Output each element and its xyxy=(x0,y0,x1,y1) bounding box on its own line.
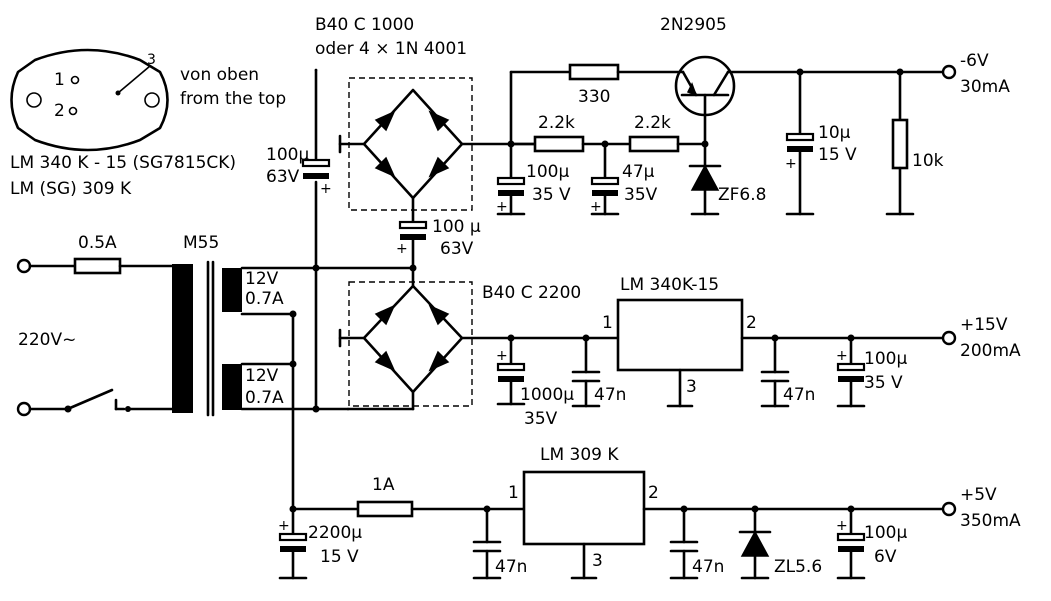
r330-label: 330 xyxy=(578,87,610,107)
pos15v-rail: + 1000μ 35V 47n LM 340K-15 1 2 3 47n + xyxy=(496,275,1021,429)
sec2-voltage: 12V xyxy=(245,366,279,386)
pos15-cout-value: 100μ xyxy=(864,349,907,369)
transformer-label: M55 xyxy=(183,233,219,253)
svg-text:+: + xyxy=(590,199,602,215)
pos15-output-voltage: +15V xyxy=(960,315,1008,335)
package-caption-de: von oben xyxy=(180,65,259,85)
neg-cap-mid-value: 100 μ xyxy=(432,217,481,237)
bridge-rectifier-2: B40 C 2200 xyxy=(338,266,620,411)
pos15-cin-n: 47n xyxy=(594,385,626,405)
svg-text:+: + xyxy=(785,156,797,172)
package-type-line2: LM (SG) 309 K xyxy=(10,179,132,199)
r2-label: 2.2k xyxy=(634,113,671,133)
pos5-cout-value: 100μ xyxy=(864,523,907,543)
resistor-2k2-b xyxy=(628,135,680,153)
svg-text:+: + xyxy=(836,518,848,534)
pos15-pin-gnd: 3 xyxy=(686,377,697,397)
sec1-voltage: 12V xyxy=(245,269,279,289)
pos15-cout-voltage: 35 V xyxy=(864,373,903,393)
pos5-regulator-label: LM 309 K xyxy=(540,445,619,465)
package-caption-en: from the top xyxy=(180,89,286,109)
mains-fuse-label: 0.5A xyxy=(78,233,117,253)
r1-label: 2.2k xyxy=(538,113,575,133)
pos5v-output-terminal[interactable] xyxy=(941,501,957,517)
neg-c2-voltage: 35V xyxy=(624,185,658,205)
pos5-output-voltage: +5V xyxy=(960,485,997,505)
mains-switch[interactable] xyxy=(68,388,114,410)
pos15-pin-in: 1 xyxy=(602,313,613,333)
neg-rload-label: 10k xyxy=(912,151,944,171)
pos5-cin-value: 2200μ xyxy=(308,523,362,543)
pos5-cout-n: 47n xyxy=(692,557,724,577)
mains-input: 0.5A 220V~ xyxy=(16,233,174,417)
pos15v-output-terminal[interactable] xyxy=(941,330,957,346)
pos5-output-current: 350mA xyxy=(960,511,1021,531)
sec1-current: 0.7A xyxy=(245,289,284,309)
package-pin-2: 2 xyxy=(54,101,65,121)
neg-c2-value: 47μ xyxy=(622,162,655,182)
bridge-rectifier-1: B40 C 1000 oder 4 × 1N 4001 xyxy=(314,15,537,411)
svg-text:+: + xyxy=(396,241,408,257)
neg-cap-input-value: 100μ xyxy=(266,145,309,165)
pos5-fuse-label: 1A xyxy=(372,475,395,495)
neg-cap-input-voltage: 63V xyxy=(266,167,300,187)
pos5-pin-gnd: 3 xyxy=(592,551,603,571)
pos5v-rail: 1A + 2200μ 15 V 47n LM 309 K 1 2 3 xyxy=(278,445,1021,580)
neg-c1-value: 100μ xyxy=(526,162,569,182)
cap-100u-63v-mid: + 100 μ 63V xyxy=(396,217,481,259)
neg6v-rail: 330 2N2905 2.2k 2.2k + 100μ 35 V + xyxy=(496,15,1010,216)
neg-cout-value: 10μ xyxy=(818,123,851,143)
svg-text:+: + xyxy=(320,181,332,197)
resistor-10k xyxy=(891,118,909,170)
package-type-line1: LM 340 K - 15 (SG7815CK) xyxy=(10,153,236,173)
bridge2-label: B40 C 2200 xyxy=(482,283,581,303)
mains-voltage-label: 220V~ xyxy=(18,330,76,350)
mains-terminal-top[interactable] xyxy=(16,258,32,274)
sec2-current: 0.7A xyxy=(245,388,284,408)
pos5-cin-n: 47n xyxy=(495,557,527,577)
bridge1-label-line2: oder 4 × 1N 4001 xyxy=(315,39,467,59)
neg-output-voltage: -6V xyxy=(960,51,989,71)
svg-text:+: + xyxy=(836,348,848,364)
pos5-zener-label: ZL5.6 xyxy=(774,557,822,577)
package-pin-3: 3 xyxy=(147,52,156,68)
package-pin-1: 1 xyxy=(54,70,65,90)
neg-cap-mid-voltage: 63V xyxy=(440,239,474,259)
pos15-cin-value: 1000μ xyxy=(520,385,574,405)
resistor-2k2-a xyxy=(533,135,585,153)
fuse-1a xyxy=(356,500,414,518)
neg-c1-voltage: 35 V xyxy=(532,185,571,205)
pos15-output-current: 200mA xyxy=(960,341,1021,361)
transistor-label: 2N2905 xyxy=(660,15,727,35)
pos5-cout-voltage: 6V xyxy=(874,547,897,567)
resistor-330 xyxy=(568,63,620,81)
pos5-pin-in: 1 xyxy=(508,483,519,503)
pos5-cin-voltage: 15 V xyxy=(320,547,359,567)
regulator-lm309k xyxy=(522,470,646,546)
neg6v-output-terminal[interactable] xyxy=(941,64,957,80)
svg-text:+: + xyxy=(496,348,508,364)
pos15-cout-n: 47n xyxy=(783,385,815,405)
pos5-pin-out: 2 xyxy=(648,483,659,503)
mains-terminal-bottom[interactable] xyxy=(16,401,32,417)
cap-100u-63v-input: + 100μ 63V xyxy=(266,145,332,197)
pos15-cin-voltage: 35V xyxy=(524,409,558,429)
svg-text:+: + xyxy=(278,518,290,534)
transformer-m55: M55 12V 0.7A 12V 0.7A xyxy=(172,233,415,511)
pos15-regulator-label: LM 340K-15 xyxy=(620,275,719,295)
svg-text:+: + xyxy=(496,199,508,215)
regulator-lm340k15 xyxy=(616,298,744,372)
to3-package-diagram: 1 2 3 von oben from the top LM 340 K - 1… xyxy=(10,48,286,199)
bridge1-label-line1: B40 C 1000 xyxy=(315,15,414,35)
mains-fuse xyxy=(73,257,122,275)
neg-output-current: 30mA xyxy=(960,77,1010,97)
neg-zener-label: ZF6.8 xyxy=(718,185,766,205)
pos15-pin-out: 2 xyxy=(746,313,757,333)
neg-cout-voltage: 15 V xyxy=(818,145,857,165)
